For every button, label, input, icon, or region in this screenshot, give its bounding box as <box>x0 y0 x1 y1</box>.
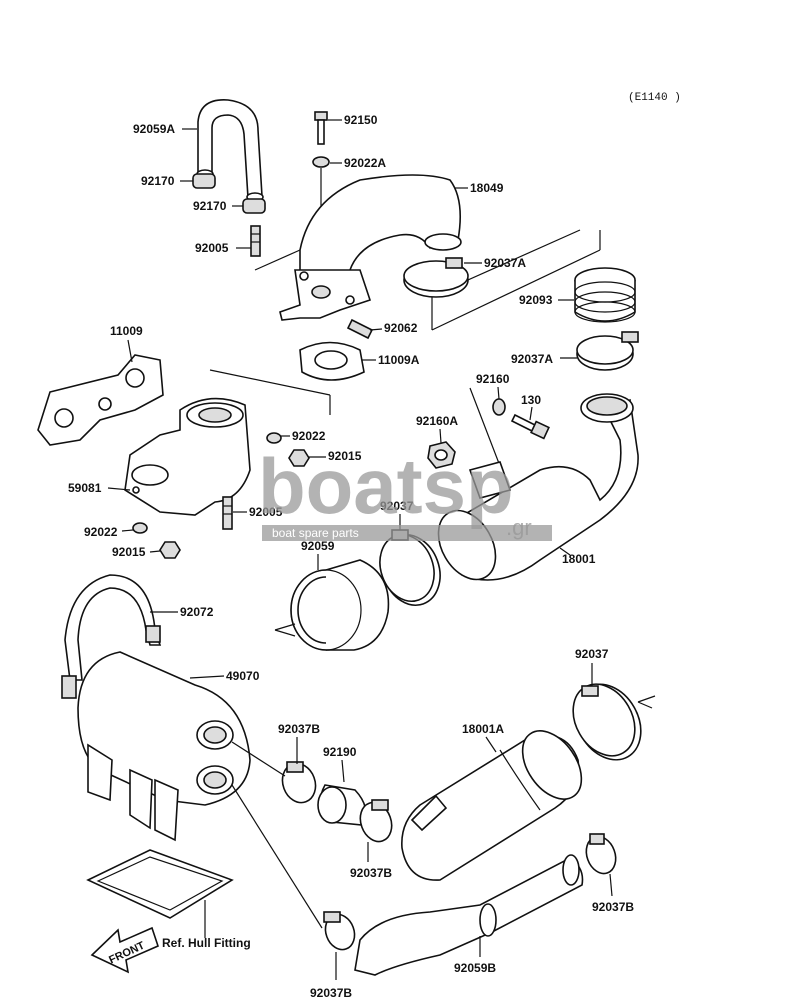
label-92150: 92150 <box>344 113 378 127</box>
label-92037A-upper: 92037A <box>484 256 526 270</box>
exhaust-pipe-18049 <box>279 174 462 321</box>
sheet-code: (E1140 ) <box>628 92 681 104</box>
washer-92022 <box>266 432 282 444</box>
bolt-92150 <box>314 111 328 145</box>
label-92037-mid: 92037 <box>380 499 414 513</box>
label-92022-lower: 92022 <box>84 525 118 539</box>
sleeve-92059 <box>290 559 390 651</box>
exhaust-pipe-18001A <box>401 730 583 881</box>
clamp-92170-b <box>242 198 266 214</box>
washer-92022A <box>312 156 330 168</box>
label-49070: 49070 <box>226 669 260 683</box>
watermark-brand: boatsp <box>258 442 514 530</box>
clamp-92037A-right <box>576 331 639 371</box>
clamp-92037B-bottom <box>323 911 356 951</box>
label-92037B-upper: 92037B <box>278 722 320 736</box>
hull-fitting-outline <box>86 849 234 938</box>
watermark-tagline: boat spare parts <box>272 526 359 540</box>
boatsp-watermark: boatsp boat spare parts .gr <box>258 442 552 541</box>
label-11009A: 11009A <box>378 353 420 367</box>
label-130: 130 <box>521 393 541 407</box>
label-92059: 92059 <box>301 539 335 553</box>
label-92072: 92072 <box>180 605 214 619</box>
label-92037B-right: 92037B <box>592 900 634 914</box>
nut-92015-lower <box>159 541 181 559</box>
stud-92062 <box>346 318 374 340</box>
clamp-92170-a <box>192 173 216 189</box>
label-92015: 92015 <box>328 449 362 463</box>
label-18001A: 18001A <box>462 722 504 736</box>
hull-fitting-note: Ref. Hull Fitting <box>162 936 251 950</box>
label-92059A: 92059A <box>133 122 175 136</box>
strap-92072 <box>61 574 162 699</box>
label-92037B-mid: 92037B <box>350 866 392 880</box>
label-92170-a: 92170 <box>141 174 175 188</box>
label-18049: 18049 <box>470 181 504 195</box>
label-92015-lower: 92015 <box>112 545 146 559</box>
label-11009: 11009 <box>110 324 143 338</box>
label-92005-lower: 92005 <box>249 505 283 519</box>
label-18001: 18001 <box>562 552 596 566</box>
nipple-92005-upper <box>250 225 261 257</box>
gasket-11009 <box>37 354 164 446</box>
label-92037A-right: 92037A <box>511 352 553 366</box>
manifold-59081 <box>124 397 251 516</box>
gasket-11009A <box>299 341 365 381</box>
label-92190: 92190 <box>323 745 357 759</box>
label-92160A: 92160A <box>416 414 458 428</box>
label-92005-upper: 92005 <box>195 241 229 255</box>
clamp-92037B-right <box>585 833 617 875</box>
clamp-92037B-mid <box>359 799 393 843</box>
clamp-92037B-upper <box>281 761 317 804</box>
muffler-49070 <box>77 651 251 842</box>
washer-92022-lower <box>132 522 148 534</box>
label-92062: 92062 <box>384 321 418 335</box>
label-92093: 92093 <box>519 293 553 307</box>
nut-92015 <box>288 449 310 467</box>
label-92059B: 92059B <box>454 961 496 975</box>
front-arrow-icon: FRONT <box>90 926 159 974</box>
label-92022: 92022 <box>292 429 326 443</box>
tube-92190 <box>317 784 367 826</box>
label-92170-b: 92170 <box>193 199 227 213</box>
nipple-92005-lower <box>222 496 233 530</box>
watermark-tld: .gr <box>506 515 532 540</box>
label-92037B-bottom: 92037B <box>310 986 352 997</box>
bolt-130 <box>510 413 550 440</box>
clamp-92037-lower <box>572 683 642 761</box>
nut-92160A <box>427 441 456 469</box>
sleeve-92093 <box>574 267 636 323</box>
label-92022A: 92022A <box>344 156 386 170</box>
label-59081: 59081 <box>68 481 102 495</box>
clamp-92037A-upper <box>403 257 469 298</box>
hose-92059B <box>354 854 584 976</box>
label-92037-lower: 92037 <box>575 647 609 661</box>
label-92160: 92160 <box>476 372 510 386</box>
washer-92160 <box>492 398 506 416</box>
